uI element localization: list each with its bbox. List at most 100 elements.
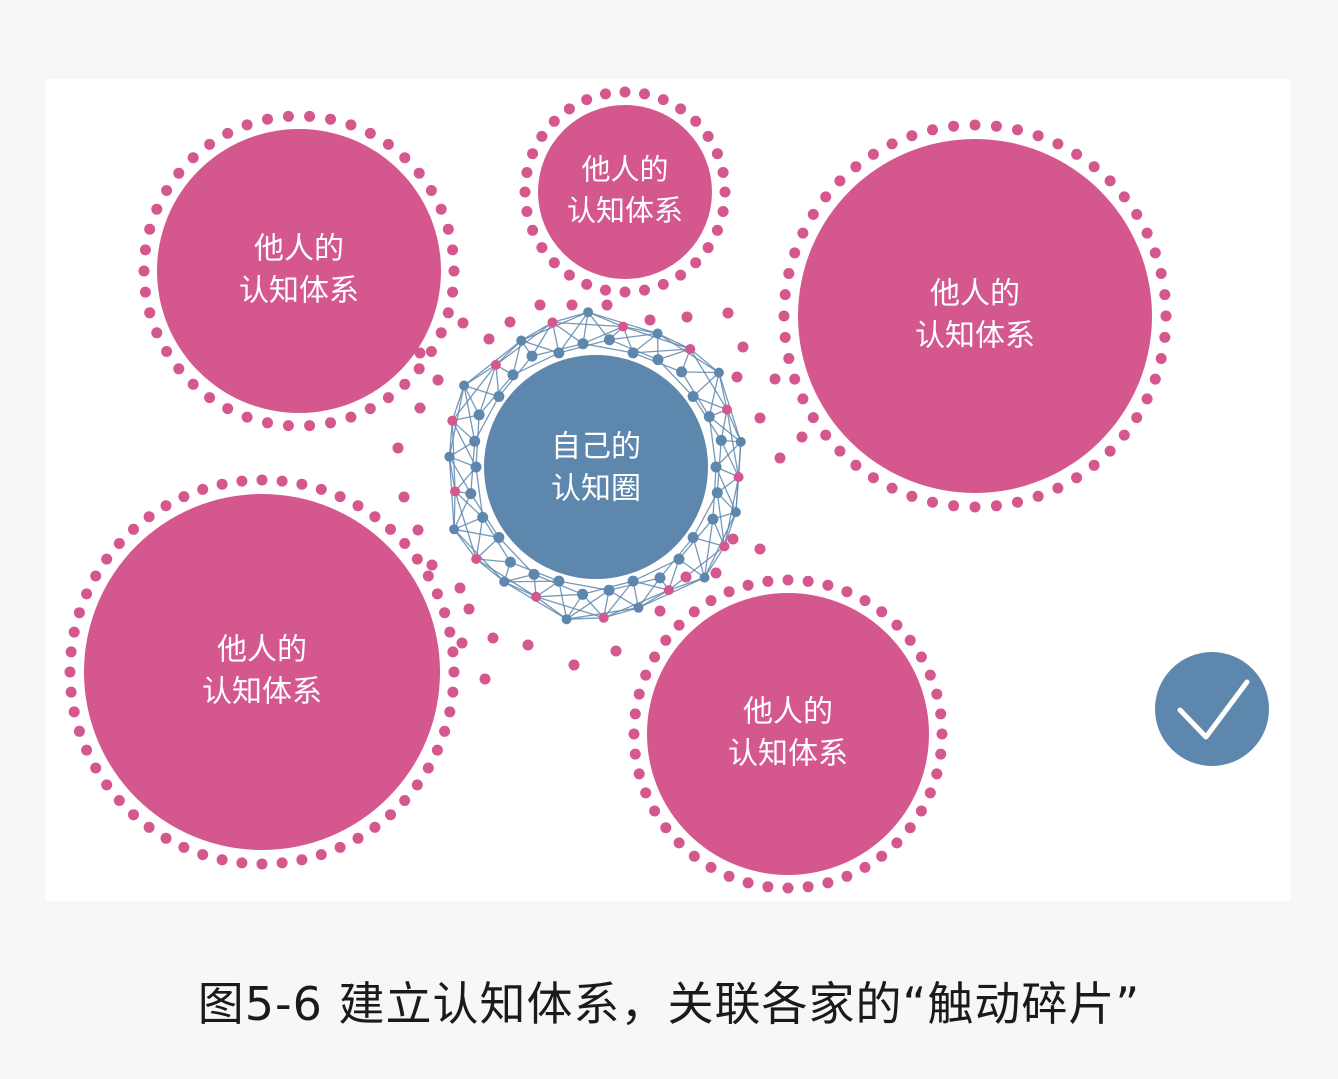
scatter-dot: [610, 645, 622, 657]
others-circle: [798, 139, 1152, 493]
ring-dot: [447, 686, 459, 698]
network-node-blue: [465, 488, 477, 500]
ring-dot: [276, 857, 288, 869]
ring-dot: [1159, 331, 1171, 343]
ring-dot: [178, 491, 190, 503]
network-node: [719, 541, 730, 552]
ring-dot: [1131, 412, 1143, 424]
dotted-ring: [138, 110, 460, 432]
network-node-blue: [526, 350, 538, 362]
ring-dot: [204, 138, 216, 150]
network-node: [531, 591, 542, 602]
network-link: [512, 340, 522, 376]
network-link: [622, 325, 658, 335]
ring-dot: [675, 269, 687, 281]
network-link: [558, 311, 589, 354]
ring-dot: [413, 167, 425, 179]
ring-dot: [629, 708, 641, 720]
ring-dot: [657, 278, 669, 290]
others-label-line2: 认知体系: [567, 193, 683, 227]
ring-dot: [197, 483, 209, 495]
ring-dot: [619, 286, 631, 298]
ring-dot: [990, 120, 1002, 132]
network-link: [726, 409, 742, 443]
ring-dot: [807, 208, 819, 220]
ring-dot: [906, 130, 918, 142]
ring-dot: [640, 787, 652, 799]
network-node-blue: [703, 411, 715, 423]
ring-dot: [197, 849, 209, 861]
ring-dot: [935, 748, 947, 760]
scatter-dot: [754, 543, 766, 555]
ring-dot: [385, 809, 396, 821]
ring-dot: [345, 119, 357, 131]
scatter-dot: [566, 299, 578, 311]
others-system-top-left: 他人的 认知体系: [138, 110, 460, 432]
ring-dot: [296, 854, 308, 866]
network-node-blue: [470, 461, 482, 473]
ring-dot: [364, 403, 376, 415]
network-node: [663, 585, 674, 596]
scatter-dot: [601, 299, 613, 311]
network-node: [547, 317, 558, 328]
network-node-blue: [473, 409, 485, 421]
ring-dot: [783, 353, 795, 364]
scatter-dot: [568, 659, 580, 671]
network-link: [587, 311, 610, 341]
ring-dot: [178, 841, 190, 853]
network-node: [733, 472, 744, 482]
scatter-dot: [412, 524, 424, 536]
scatter-dot: [534, 299, 546, 311]
ring-dot: [101, 553, 113, 565]
ring-dot: [241, 119, 253, 131]
ring-dot: [639, 88, 650, 100]
ring-dot: [906, 490, 918, 502]
network-link: [475, 466, 484, 518]
ring-dot: [113, 538, 125, 549]
network-link: [692, 537, 706, 578]
ring-dot: [128, 809, 139, 821]
network-node-blue: [673, 553, 685, 565]
ring-dot: [1052, 482, 1064, 494]
ring-dot: [65, 646, 77, 658]
ring-dot: [521, 167, 533, 178]
ring-dot: [222, 403, 234, 415]
ring-dot: [783, 268, 795, 279]
ring-dot: [296, 478, 308, 490]
ring-dot: [688, 850, 700, 862]
ring-dot: [1160, 310, 1172, 322]
network-node-blue: [654, 572, 666, 584]
network-link: [451, 364, 497, 422]
scatter-dot: [680, 571, 692, 583]
ring-dot: [447, 244, 459, 256]
ring-dot: [629, 748, 641, 760]
ring-dot: [439, 725, 451, 737]
ring-dot: [789, 373, 801, 385]
ring-dot: [927, 496, 938, 508]
ring-dot: [548, 115, 560, 127]
others-circle: [157, 129, 441, 413]
ring-dot: [876, 606, 888, 618]
network-node-blue: [676, 366, 688, 378]
network-node: [450, 486, 461, 497]
ring-dot: [742, 877, 754, 889]
network-node: [449, 524, 460, 535]
network-link: [689, 348, 728, 410]
check-icon: [1177, 679, 1250, 740]
check-circle[interactable]: [1155, 652, 1269, 766]
ring-dot: [442, 307, 454, 319]
scatter-dot: [710, 567, 722, 579]
ring-dot: [369, 821, 381, 833]
ring-dot: [563, 269, 575, 281]
ring-dot: [1071, 472, 1083, 484]
ring-dot: [144, 223, 156, 235]
network-link: [637, 577, 661, 609]
ring-dot: [1118, 429, 1130, 441]
network-node: [598, 612, 609, 623]
others-system-right: 他人的 认知体系: [778, 119, 1172, 513]
network-link: [703, 519, 714, 578]
ring-dot: [216, 478, 228, 490]
scatter-dot: [737, 341, 749, 353]
network-link: [453, 528, 477, 560]
check-badge[interactable]: [1155, 652, 1269, 766]
